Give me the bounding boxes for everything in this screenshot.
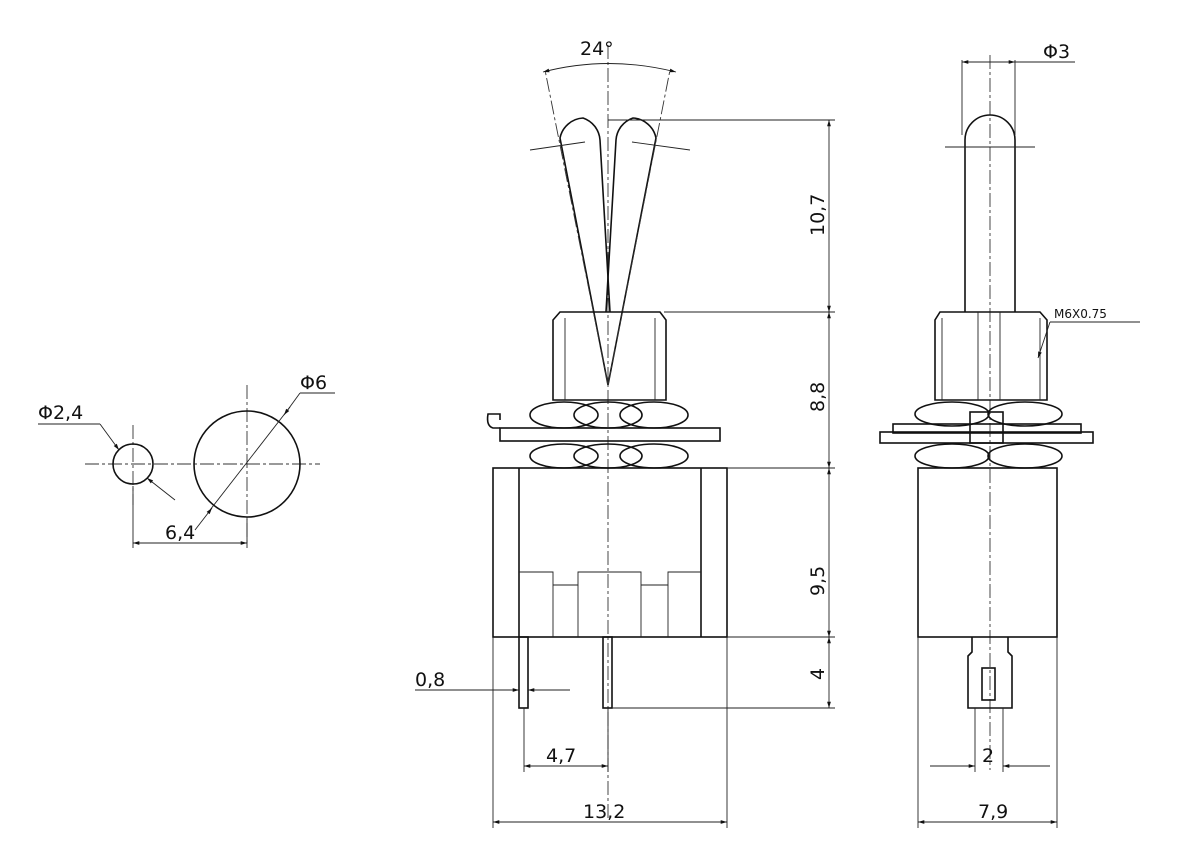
mounting-plate xyxy=(499,427,721,442)
bushing xyxy=(552,311,667,401)
small-hole xyxy=(112,443,154,485)
terminal-length-label: 4 xyxy=(807,668,829,680)
lever-height-label: 10,7 xyxy=(807,194,829,236)
terminal-width-label: 2 xyxy=(982,745,994,767)
anti-rotation-tab xyxy=(969,411,1004,444)
lever-angle-label: 24° xyxy=(580,38,614,60)
thread-spec-label: M6X0.75 xyxy=(1054,307,1107,321)
side-terminal xyxy=(967,637,1013,709)
plate-lug xyxy=(486,413,501,429)
terminal-thickness-label: 0,8 xyxy=(415,669,445,691)
mounting-hole-view: Φ2,4 Φ6 6,4 xyxy=(38,372,335,548)
body-depth-label: 7,9 xyxy=(978,801,1008,823)
small-hole-dia-label: Φ2,4 xyxy=(38,402,83,424)
large-hole xyxy=(193,410,301,518)
hole-spacing-label: 6,4 xyxy=(165,522,195,544)
side-view: Φ3 M6X0.75 2 7,9 xyxy=(879,41,1140,828)
terminal-left xyxy=(518,636,529,709)
front-view: 24° xyxy=(415,38,835,828)
terminal-pitch-label: 4,7 xyxy=(546,745,576,767)
nut-upper xyxy=(529,401,689,429)
switch-body xyxy=(492,467,728,638)
bushing-height-label: 8,8 xyxy=(807,382,829,412)
nut-lower xyxy=(529,443,689,469)
side-bushing xyxy=(934,311,1048,401)
body-width-label: 13,2 xyxy=(583,801,625,823)
lever-dia-label: Φ3 xyxy=(1043,41,1070,63)
lever-left xyxy=(559,117,611,386)
side-body xyxy=(917,467,1058,638)
body-height-label: 9,5 xyxy=(807,566,829,596)
terminal-middle xyxy=(602,636,613,709)
lever-right xyxy=(605,117,657,386)
large-hole-dia-label: Φ6 xyxy=(300,372,327,394)
side-lever xyxy=(964,114,1016,312)
